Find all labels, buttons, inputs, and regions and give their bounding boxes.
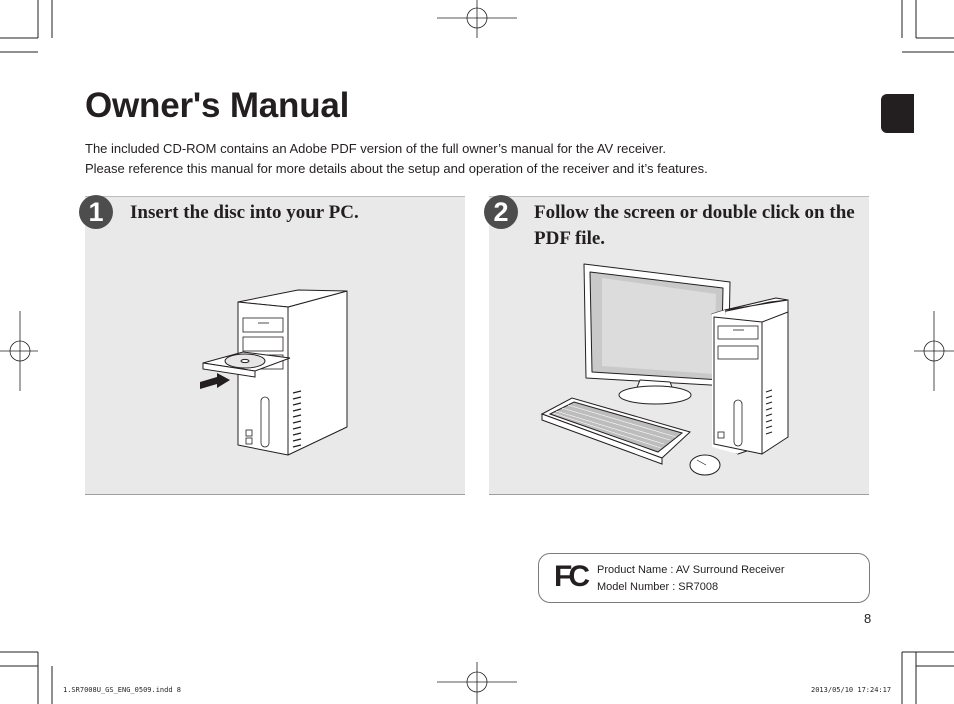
fcc-logo: FC xyxy=(554,560,590,593)
section-tab xyxy=(881,94,914,133)
print-slug-date: 2013/05/10 17:24:17 xyxy=(811,686,892,694)
step-2-text-line-2: PDF file. xyxy=(534,228,606,249)
step-2-text-line-1: Follow the screen or double click on the xyxy=(534,202,855,223)
page-number: 8 xyxy=(864,611,872,626)
fcc-product-name: Product Name : AV Surround Receiver xyxy=(597,564,785,576)
step-2-badge: 2 xyxy=(484,195,518,229)
page-title: Owner's Manual xyxy=(85,86,350,125)
fcc-info-box xyxy=(538,553,870,603)
step-1-text: Insert the disc into your PC. xyxy=(130,202,359,223)
print-slug-file: 1.SR7008U_GS_ENG_0509.indd 8 xyxy=(63,686,182,694)
step-1-badge: 1 xyxy=(79,195,113,229)
intro-line-2: Please reference this manual for more de… xyxy=(85,161,708,176)
fcc-model-number: Model Number : SR7008 xyxy=(597,581,719,593)
desktop-pc-setup-illustration xyxy=(540,263,789,476)
intro-line-1: The included CD-ROM contains an Adobe PD… xyxy=(85,141,666,156)
pc-tower-with-disc-illustration xyxy=(200,289,348,456)
